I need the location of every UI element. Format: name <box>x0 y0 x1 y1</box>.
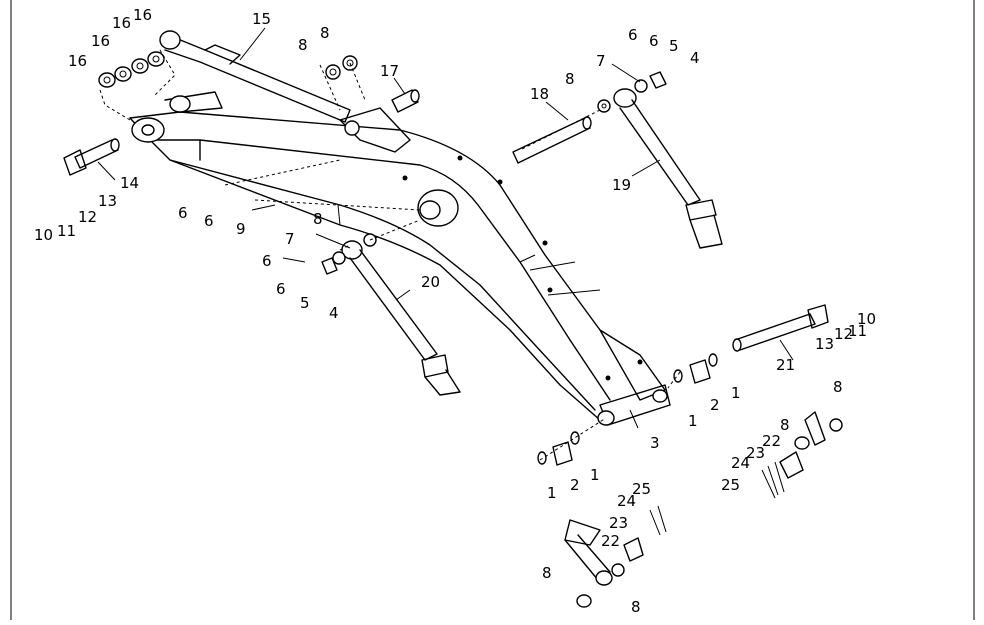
label-18: 18 <box>530 85 549 103</box>
label-22b: 22 <box>601 532 620 550</box>
label-6d: 6 <box>204 212 214 230</box>
pin-17 <box>391 89 420 113</box>
cylinder-20 <box>341 240 461 396</box>
label-20: 20 <box>421 273 440 291</box>
label-11b: 11 <box>848 322 867 340</box>
hose-clamp-assembly-bottom <box>564 505 667 608</box>
label-8g: 8 <box>542 564 552 582</box>
label-24a: 24 <box>731 454 750 472</box>
label-13b: 13 <box>815 335 834 353</box>
label-8b: 8 <box>320 24 330 42</box>
label-15: 15 <box>252 10 271 28</box>
label-13a: 13 <box>98 192 117 210</box>
leader-lines <box>97 27 794 429</box>
arm-cylinder-19 <box>613 88 723 249</box>
hose-clamp-assembly-right <box>761 411 843 499</box>
label-8h: 8 <box>631 598 641 616</box>
label-4a: 4 <box>690 49 700 67</box>
label-19: 19 <box>612 176 631 194</box>
label-5a: 5 <box>669 37 679 55</box>
pin-21 <box>732 304 829 352</box>
label-6c: 6 <box>178 204 188 222</box>
label-6f: 6 <box>276 280 286 298</box>
label-1d: 1 <box>590 466 600 484</box>
label-3: 3 <box>650 434 660 452</box>
pin-14 <box>63 138 120 176</box>
label-16d: 16 <box>133 6 152 24</box>
label-4b: 4 <box>329 304 339 322</box>
label-23a: 23 <box>746 444 765 462</box>
label-21: 21 <box>776 356 795 374</box>
label-8f: 8 <box>780 416 790 434</box>
boom-body <box>129 91 671 426</box>
label-11a: 11 <box>57 222 76 240</box>
label-2b: 2 <box>570 476 580 494</box>
label-25b: 25 <box>632 480 651 498</box>
label-10a: 10 <box>34 226 53 244</box>
label-23b: 23 <box>609 514 628 532</box>
label-1b: 1 <box>731 384 741 402</box>
label-17: 17 <box>380 62 399 80</box>
label-16c: 16 <box>112 14 131 32</box>
label-25a: 25 <box>721 476 740 494</box>
label-2a: 2 <box>710 396 720 414</box>
label-7b: 7 <box>285 230 295 248</box>
label-22a: 22 <box>762 432 781 450</box>
label-5b: 5 <box>300 294 310 312</box>
assembly-lines <box>99 49 681 461</box>
label-6e: 6 <box>262 252 272 270</box>
label-12b: 12 <box>834 325 853 343</box>
label-10b: 10 <box>857 310 876 328</box>
label-8d: 8 <box>313 210 323 228</box>
label-7a: 7 <box>596 52 606 70</box>
label-8c: 8 <box>565 70 575 88</box>
label-24b: 24 <box>617 492 636 510</box>
label-12a: 12 <box>78 208 97 226</box>
label-8e: 8 <box>833 378 843 396</box>
label-6b: 6 <box>649 32 659 50</box>
label-14: 14 <box>120 174 139 192</box>
label-1c: 1 <box>547 484 557 502</box>
label-1a: 1 <box>688 412 698 430</box>
label-16b: 16 <box>91 32 110 50</box>
label-9: 9 <box>236 220 246 238</box>
part-labels: 16 16 16 16 15 8 8 17 18 8 7 6 6 5 4 19 … <box>34 6 876 616</box>
label-8a: 8 <box>298 36 308 54</box>
pin-18 <box>512 116 592 164</box>
label-6a: 6 <box>628 26 638 44</box>
label-16a: 16 <box>68 52 87 70</box>
boom-cylinder-15 <box>159 30 351 123</box>
